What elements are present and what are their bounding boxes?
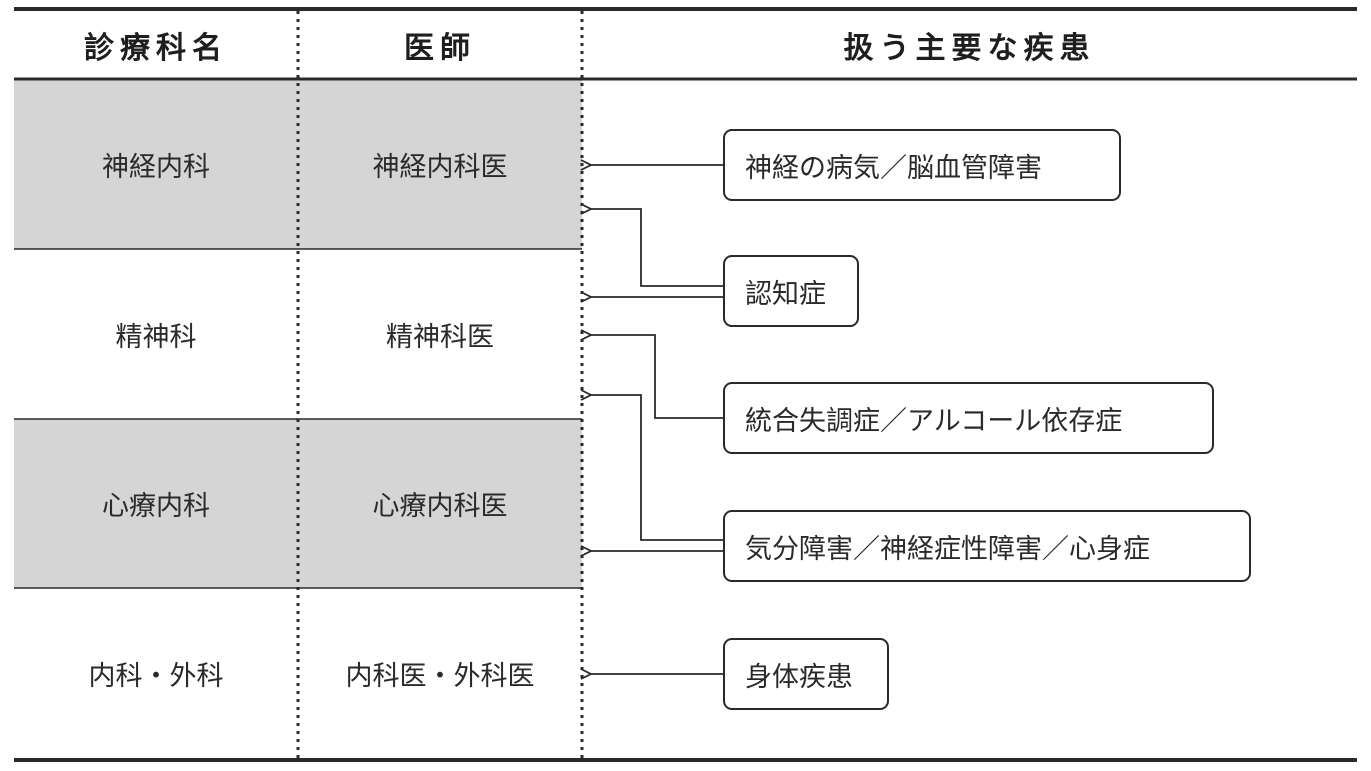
header-diseases: 扱う主要な疾患 <box>843 31 1096 66</box>
cell-department-neurology: 神経内科 <box>102 152 210 183</box>
cell-department-internal-surgery: 内科・外科 <box>88 660 224 692</box>
cell-doctor-psychiatry: 精神科医 <box>386 321 494 353</box>
cell-doctor-internal-surgery: 内科医・外科医 <box>345 660 535 692</box>
cell-doctor-psychosomatic: 心療内科医 <box>372 491 508 522</box>
connector-arrow <box>591 209 725 287</box>
disease-box-mood-neurotic-psychosomatic: 気分障害／神経症性障害／心身症 <box>723 510 1251 582</box>
disease-box-dementia: 認知症 <box>723 255 859 327</box>
header-doctor: 医師 <box>404 31 476 66</box>
header-department: 診療科名 <box>84 31 228 66</box>
connector-arrow <box>591 335 725 419</box>
disease-box-physical: 身体疾患 <box>723 638 889 710</box>
disease-box-neurological: 神経の病気／脳血管障害 <box>723 129 1121 201</box>
cell-department-psychiatry: 精神科 <box>115 321 197 353</box>
connector-arrow <box>591 395 725 541</box>
cell-department-psychosomatic: 心療内科 <box>102 491 210 522</box>
disease-box-schizophrenia-alcohol: 統合失調症／アルコール依存症 <box>723 382 1214 454</box>
row-shade-psychosomatic <box>14 419 582 588</box>
cell-doctor-neurology: 神経内科医 <box>372 152 508 183</box>
